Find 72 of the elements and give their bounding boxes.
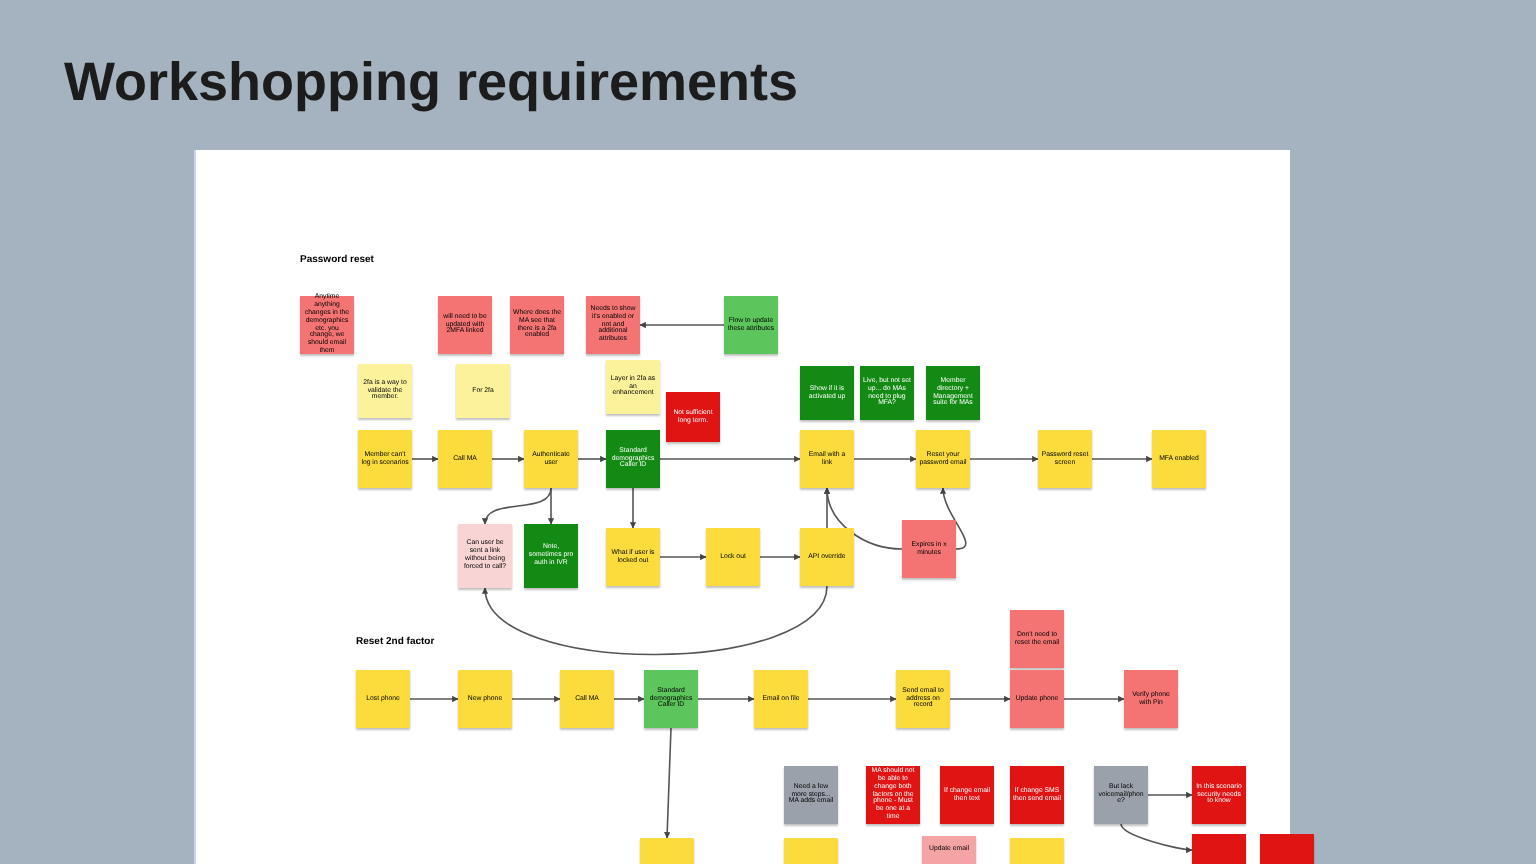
sticky-note — [1192, 766, 1246, 824]
sticky-note — [896, 670, 950, 728]
sticky-note — [358, 430, 412, 488]
arrow — [411, 455, 439, 463]
arrow — [1091, 455, 1153, 463]
sticky-note — [458, 670, 512, 728]
sticky-note — [800, 430, 854, 488]
sticky-note — [724, 296, 778, 354]
sticky-note — [784, 838, 838, 864]
arrow — [547, 487, 555, 525]
arrow — [1147, 791, 1193, 799]
sticky-note — [1038, 430, 1092, 488]
arrow — [659, 553, 707, 561]
arrow — [824, 487, 903, 550]
sticky-note — [860, 366, 914, 420]
arrow — [483, 585, 828, 656]
sticky-note — [356, 670, 410, 728]
page-title: Workshopping requirements — [64, 56, 799, 110]
sticky-note — [1010, 766, 1064, 824]
arrow — [759, 553, 801, 561]
arrow — [659, 455, 801, 463]
sticky-note — [800, 366, 854, 420]
sticky-note — [800, 528, 854, 586]
arrow — [577, 455, 607, 463]
sticky-note — [358, 364, 412, 418]
arrow — [483, 487, 552, 525]
arrow — [613, 695, 645, 703]
sticky-note — [560, 670, 614, 728]
sticky-note — [784, 766, 838, 824]
arrow — [409, 695, 459, 703]
sticky-note — [1152, 430, 1206, 488]
sticky-note — [1260, 834, 1314, 864]
sticky-note — [456, 364, 510, 418]
sticky-note — [706, 528, 760, 586]
arrow — [664, 727, 672, 839]
sticky-note — [1192, 834, 1246, 864]
arrow — [511, 695, 561, 703]
arrow — [969, 455, 1039, 463]
sticky-note — [510, 296, 564, 354]
sticky-note — [524, 430, 578, 488]
sticky-note — [1010, 838, 1064, 864]
sticky-note — [640, 838, 694, 864]
sticky-note — [902, 520, 956, 578]
sticky-note — [926, 366, 980, 420]
sticky-note — [524, 524, 578, 588]
sticky-note — [606, 430, 660, 488]
sticky-note — [1010, 610, 1064, 668]
sticky-note — [940, 766, 994, 824]
sticky-note — [606, 360, 660, 414]
arrow — [940, 487, 967, 550]
arrow — [697, 695, 755, 703]
arrow — [1063, 695, 1125, 703]
arrow — [491, 455, 525, 463]
sticky-note — [666, 392, 720, 442]
arrow — [1120, 823, 1193, 853]
sticky-note — [754, 670, 808, 728]
sticky-note — [644, 670, 698, 728]
sticky-note — [1124, 670, 1178, 728]
arrow — [853, 455, 917, 463]
sticky-note — [922, 836, 976, 864]
sticky-note — [1010, 670, 1064, 728]
arrow — [949, 695, 1011, 703]
arrow — [639, 321, 725, 329]
arrow — [807, 695, 897, 703]
sticky-note — [586, 296, 640, 354]
sticky-note — [438, 296, 492, 354]
sticky-note — [438, 430, 492, 488]
sticky-note — [606, 528, 660, 586]
sticky-note — [458, 524, 512, 588]
arrow — [629, 487, 637, 529]
sticky-note — [916, 430, 970, 488]
sticky-note — [1094, 766, 1148, 824]
